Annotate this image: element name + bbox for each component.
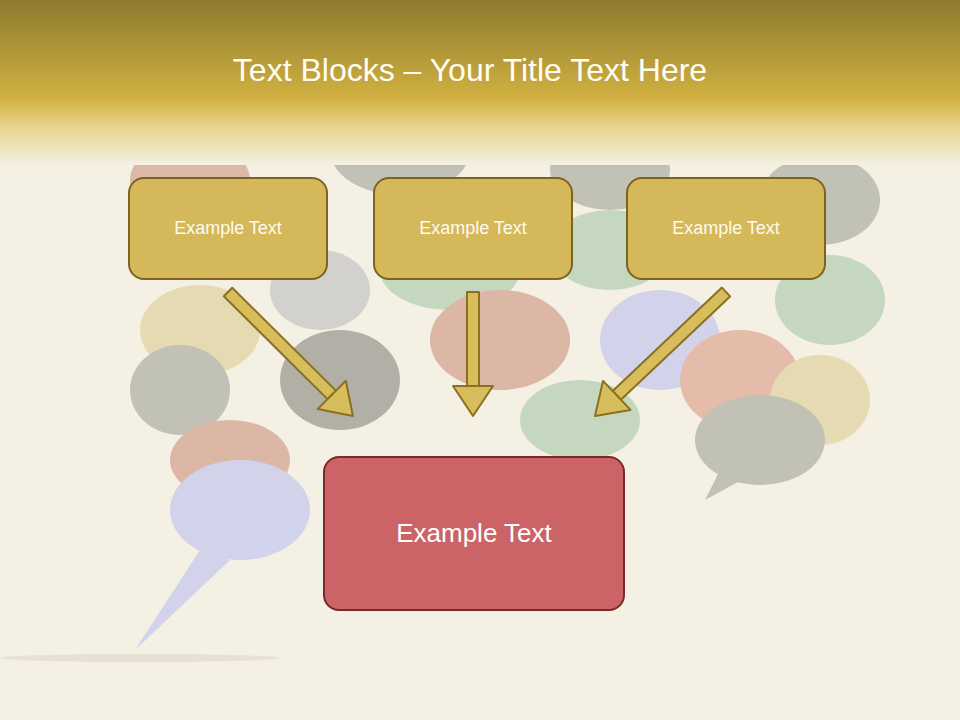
- slide-title: Text Blocks – Your Title Text Here: [0, 52, 940, 89]
- block-text: Example Text: [672, 218, 780, 239]
- block-text: Example Text: [174, 218, 282, 239]
- text-block: Example Text: [128, 177, 328, 280]
- block-arrow: [595, 288, 730, 416]
- block-text: Example Text: [419, 218, 527, 239]
- block-arrow: [453, 292, 493, 416]
- block-text: Example Text: [396, 518, 552, 549]
- text-block: Example Text: [626, 177, 826, 280]
- text-block: Example Text: [373, 177, 573, 280]
- block-arrow: [224, 288, 353, 416]
- text-block: Example Text: [323, 456, 625, 611]
